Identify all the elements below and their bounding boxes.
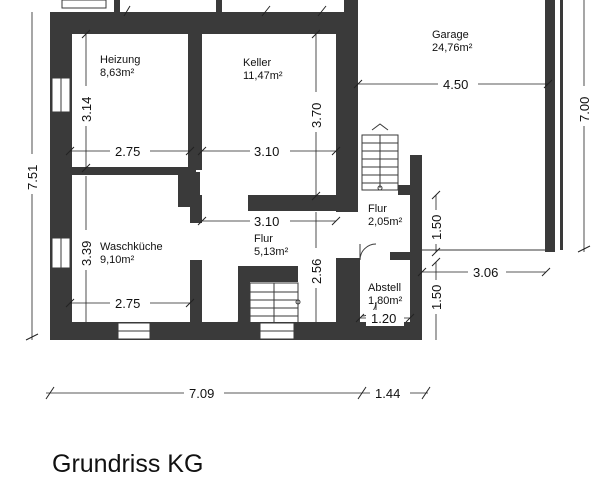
dim-heizung-height: 3.14 (79, 97, 94, 122)
room-flur-main-area: 5,13m² (254, 246, 289, 258)
room-waschkueche-name: Waschküche (100, 241, 163, 253)
dim-heizung-width: 2.75 (115, 144, 140, 159)
dim-wasch-height: 3.39 (79, 241, 94, 266)
room-waschkueche-area: 9,10m² (100, 254, 135, 266)
dim-total-height: 7.51 (25, 165, 40, 190)
room-abstell-area: 1,80m² (368, 295, 403, 307)
dim-flur-width: 3.10 (254, 214, 279, 229)
dim-flur-small-height: 1.50 (429, 215, 444, 240)
room-keller-area: 11,47m² (243, 70, 283, 82)
dim-bottom-main: 7.09 (189, 386, 214, 401)
dim-bottom-side: 1.44 (375, 386, 400, 401)
room-keller-name: Keller (243, 57, 271, 69)
dimension-lines (25, 0, 591, 400)
stairs-upper (361, 123, 399, 191)
room-garage-name: Garage (432, 29, 469, 41)
room-abstell-name: Abstell (368, 282, 401, 294)
dim-keller-height: 3.70 (309, 103, 324, 128)
dimension-labels: 2.75 3.10 3.10 2.75 4.50 1.20 3.06 7.09 … (24, 76, 592, 401)
room-flur-small-name: Flur (368, 203, 387, 215)
dim-abstell-width: 1.20 (371, 311, 396, 326)
room-flur-main-name: Flur (254, 233, 273, 245)
room-labels: Heizung 8,63m² Keller 11,47m² Garage 24,… (100, 29, 473, 307)
dim-garage-width: 4.50 (443, 77, 468, 92)
room-flur-small-area: 2,05m² (368, 216, 403, 228)
plan-title: Grundriss KG (52, 450, 204, 478)
room-heizung-name: Heizung (100, 54, 140, 66)
dim-flur-height: 2.56 (309, 259, 324, 284)
walls (50, 0, 555, 340)
stairs-lower (237, 282, 301, 324)
dim-garage-lower: 3.06 (473, 265, 498, 280)
room-garage-area: 24,76m² (432, 42, 473, 54)
dim-wasch-width: 2.75 (115, 296, 140, 311)
room-heizung-area: 8,63m² (100, 67, 135, 79)
dim-abstell-height: 1.50 (429, 285, 444, 310)
dim-keller-width: 3.10 (254, 144, 279, 159)
dim-garage-height: 7.00 (577, 97, 592, 122)
